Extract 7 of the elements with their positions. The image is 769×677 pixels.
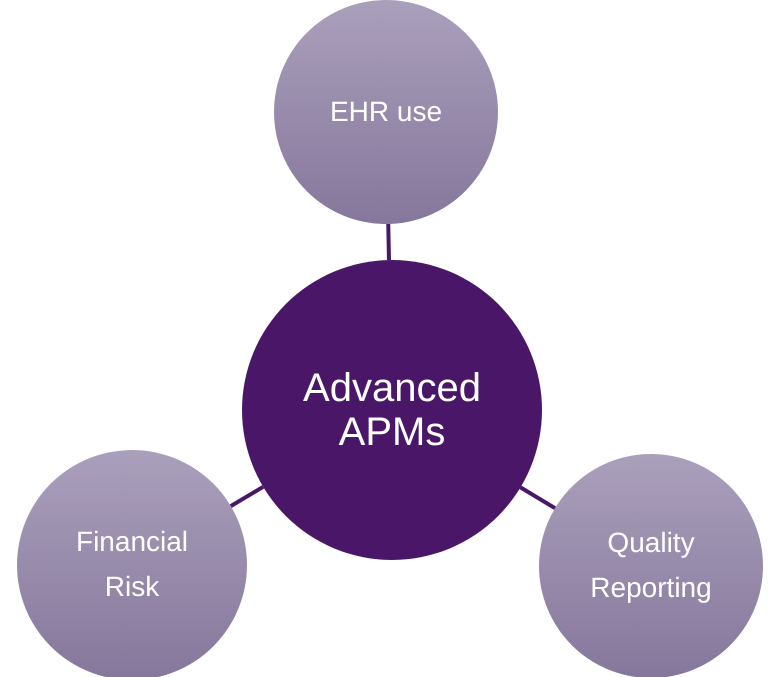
connector-line	[386, 224, 391, 260]
circle-label: EHR use	[330, 94, 442, 129]
connector-line	[230, 485, 264, 508]
circle-label: Financial Risk	[74, 525, 190, 604]
circle-label: Quality Reporting	[589, 526, 713, 605]
connector-line	[519, 486, 556, 510]
circle-label: Advanced APMs	[302, 366, 482, 454]
